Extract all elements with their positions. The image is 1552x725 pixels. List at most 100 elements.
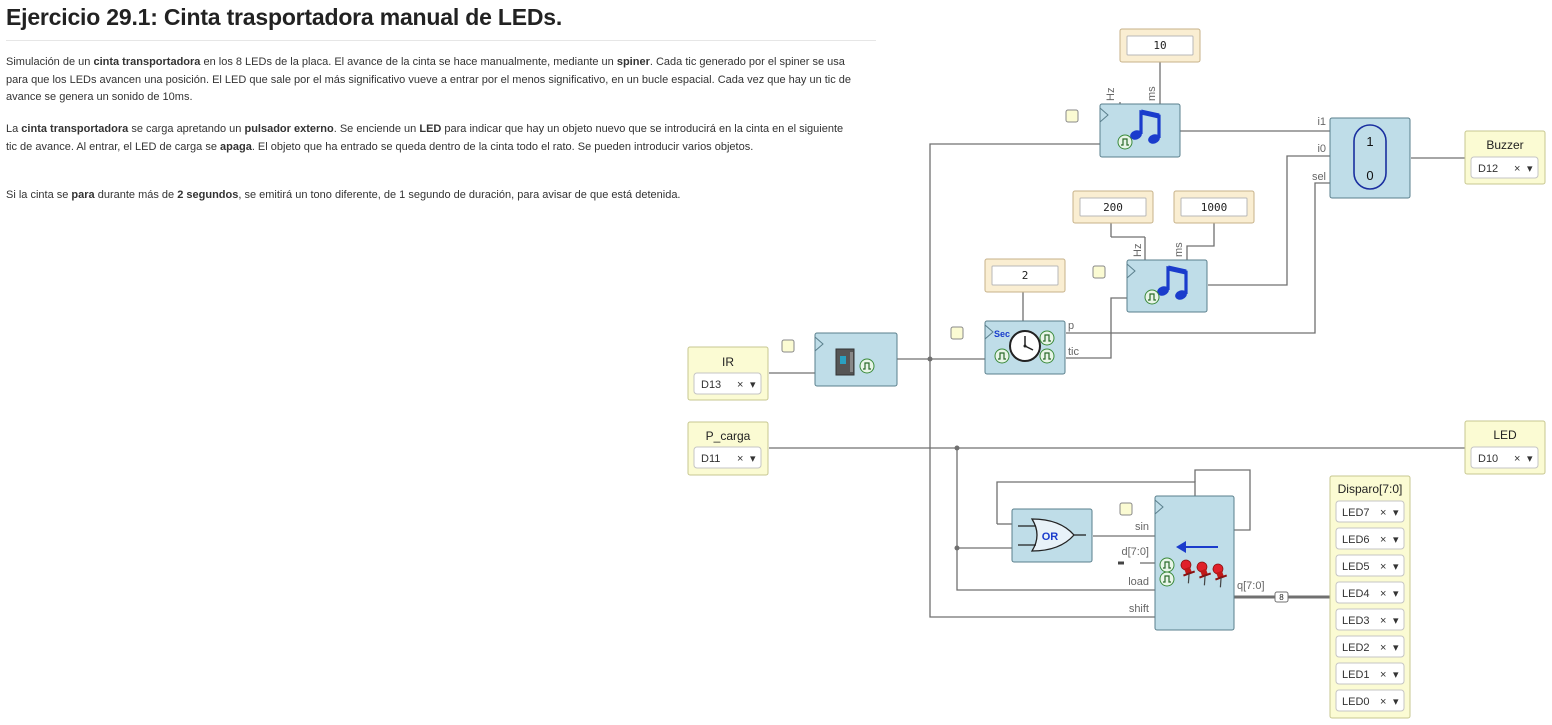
text-run: Si la cinta se (6, 189, 72, 201)
or-gate-block[interactable]: OR (1011, 508, 1093, 563)
shift-register-config-toggle[interactable] (1119, 502, 1133, 516)
text-run: para indicar que hay un objeto nuevo que… (441, 123, 844, 135)
clear-icon[interactable]: × (1514, 453, 1520, 465)
pin-select[interactable]: D13 × ▾ (693, 372, 762, 395)
clear-icon[interactable]: × (1380, 507, 1386, 519)
led-select-led3[interactable]: LED3×▾ (1335, 608, 1405, 631)
led-select-label: LED1 (1342, 669, 1370, 681)
io-label: P_carga (706, 429, 751, 443)
constant-value[interactable]: 2 (1022, 269, 1029, 282)
chevron-down-icon[interactable]: ▾ (1527, 162, 1533, 175)
clear-icon[interactable]: × (1380, 696, 1386, 708)
clear-icon[interactable]: × (1380, 534, 1386, 546)
tone2-config-toggle[interactable] (1092, 265, 1106, 279)
chevron-down-icon[interactable]: ▾ (1527, 452, 1533, 465)
chevron-down-icon[interactable]: ▾ (1393, 587, 1399, 600)
tone1-config-toggle[interactable] (1065, 109, 1079, 123)
constant-value[interactable]: 200 (1103, 201, 1123, 214)
constant-value[interactable]: 1000 (1201, 201, 1228, 214)
svg-text:D12: D12 (1478, 163, 1498, 175)
clear-icon[interactable]: × (1380, 588, 1386, 600)
led-select-label: LED5 (1342, 561, 1370, 573)
pulse-icon (1039, 330, 1055, 346)
led-select-led1[interactable]: LED1 × ▾ (1335, 662, 1405, 685)
chevron-down-icon[interactable]: ▾ (1393, 560, 1399, 573)
led-select-led0[interactable]: LED0 × ▾ (1335, 689, 1405, 712)
port-sel: sel (1312, 171, 1326, 183)
emphasis-text: para (71, 189, 95, 201)
emphasis-text: 2 segundos (177, 189, 239, 201)
clear-icon[interactable]: × (1380, 642, 1386, 654)
clear-icon[interactable]: × (1380, 561, 1386, 573)
constant-tone2-hz[interactable]: 200 (1072, 190, 1154, 224)
input-p-carga[interactable]: P_carga D11 × ▾ (687, 421, 769, 476)
led-select-label: LED0 (1342, 696, 1370, 708)
led-select-label: LED4 (1342, 588, 1370, 600)
tone-block-1[interactable]: Hz ms (1065, 86, 1181, 158)
timer-config-toggle[interactable] (950, 326, 964, 340)
tone-block-2[interactable]: Hz ms (1092, 242, 1208, 313)
title-divider (6, 40, 876, 41)
led-select-led6[interactable]: LED6 × ▾ (1335, 527, 1405, 550)
clear-icon[interactable]: × (737, 379, 743, 391)
led-select-led2[interactable]: LED2 × ▾ (1335, 635, 1405, 658)
led-select-led5[interactable]: LED5 × ▾ (1335, 554, 1405, 577)
svg-text:D13: D13 (701, 379, 721, 391)
text-run: Simulación de un (6, 56, 94, 68)
led-select-label: LED2 (1342, 642, 1370, 654)
input-ir[interactable]: IR D13 × ▾ (687, 346, 769, 401)
sensor-config-toggle[interactable] (781, 339, 795, 353)
chevron-down-icon[interactable]: ▾ (750, 378, 756, 391)
constant-value[interactable]: 10 (1153, 39, 1166, 52)
shift-register-block[interactable]: sin d[7:0] load shift q[7:0] (1119, 495, 1265, 631)
constant-tone1-hz[interactable]: 10 (1119, 28, 1201, 63)
pin-select[interactable]: D11 × ▾ (693, 446, 762, 469)
text-run: tic de avance. Al entrar, el LED de carg… (6, 140, 221, 153)
led-select-label: LED6 (1342, 534, 1370, 546)
timer-block[interactable]: Sec p tic (950, 320, 1080, 375)
chevron-down-icon[interactable]: ▾ (1393, 641, 1399, 654)
emphasis-text: spiner (616, 56, 650, 68)
port-hz: Hz (1132, 244, 1144, 257)
description-paragraph-2: La cinta transportadora se carga apretan… (6, 121, 866, 156)
constant-timer-sec[interactable]: 2 (984, 258, 1066, 293)
chevron-down-icon[interactable]: ▾ (1393, 533, 1399, 546)
constant-tone2-ms[interactable]: 1000 (1173, 190, 1255, 224)
port-hz: Hz (1105, 88, 1117, 101)
led-select-label: LED7 (1342, 507, 1370, 519)
output-led[interactable]: LED D10 × ▾ (1464, 420, 1546, 475)
pulse-icon (859, 358, 875, 374)
page-title: Ejercicio 29.1: Cinta trasportadora manu… (6, 4, 563, 30)
chevron-down-icon[interactable]: ▾ (750, 452, 756, 465)
pin-select[interactable]: D10 × ▾ (1470, 446, 1539, 469)
pin-select[interactable]: D12 × ▾ (1470, 156, 1539, 179)
port-q: q[7:0] (1237, 580, 1265, 592)
pulse-icon (1159, 571, 1175, 587)
chevron-down-icon[interactable]: ▾ (1393, 668, 1399, 681)
output-disparo[interactable]: Disparo[7:0] LED7×▾LED6×▾LED5×▾LED4×▾LED… (1329, 475, 1411, 719)
clear-icon[interactable]: × (1514, 163, 1520, 175)
emphasis-text: pulsador externo (244, 123, 334, 135)
svg-text:D11: D11 (701, 453, 720, 465)
led-select-led7[interactable]: LED7 × ▾ (1335, 500, 1405, 523)
chevron-down-icon[interactable]: ▾ (1393, 695, 1399, 708)
output-buzzer[interactable]: Buzzer D12 × ▾ (1464, 130, 1546, 185)
disparo-led-list: LED7×▾LED6×▾LED5×▾LED4×▾LED3×▾LED2×▾LED1… (1335, 500, 1405, 712)
text-run: en los 8 LEDs de la placa. El avance de … (200, 56, 617, 68)
description-paragraph-3: Si la cinta se para durante más de 2 seg… (6, 187, 866, 205)
or-gate-label: OR (1042, 531, 1059, 543)
clear-icon[interactable]: × (1380, 669, 1386, 681)
sensor-block[interactable] (781, 332, 898, 387)
chevron-down-icon[interactable]: ▾ (1393, 614, 1399, 627)
led-select-led4[interactable]: LED4 × ▾ (1335, 581, 1405, 604)
pulse-icon (994, 348, 1010, 364)
clear-icon[interactable]: × (737, 453, 743, 465)
emphasis-text: cinta transportadora (21, 123, 129, 135)
io-label: LED (1493, 428, 1517, 442)
text-run: se carga apretando un (128, 123, 245, 135)
port-load: load (1128, 576, 1149, 588)
multiplexer-block[interactable]: 1 0 i1 i0 sel (1312, 116, 1411, 199)
clear-icon[interactable]: × (1380, 615, 1386, 627)
chevron-down-icon[interactable]: ▾ (1393, 506, 1399, 519)
